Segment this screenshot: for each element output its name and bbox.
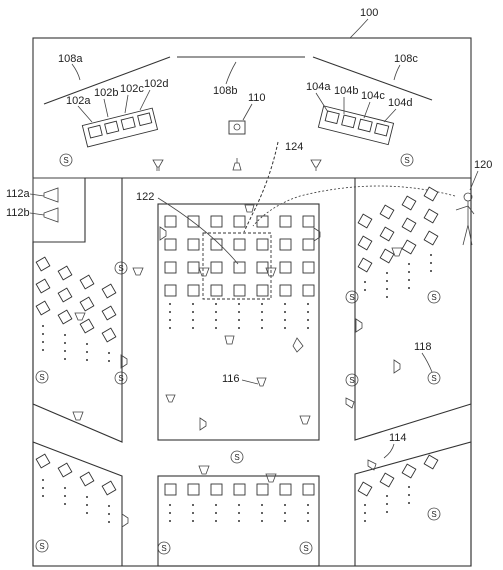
light-bar-left bbox=[43, 56, 171, 105]
sensor-marker-leader bbox=[421, 352, 433, 373]
console-leader bbox=[242, 103, 253, 121]
mixer-left-a-label: 102a bbox=[66, 95, 91, 107]
speaker-marker-label: 116 bbox=[222, 373, 240, 385]
mixer-right-c-label: 104c bbox=[361, 90, 385, 102]
zone-bottom-right bbox=[354, 441, 472, 567]
console-box bbox=[228, 120, 246, 135]
console-knob-icon bbox=[233, 123, 241, 131]
seat-grid-bottom-center bbox=[164, 483, 315, 496]
sensor-icons bbox=[35, 153, 441, 555]
seat-dots-bottom-left bbox=[42, 479, 110, 523]
device-area bbox=[32, 177, 86, 243]
zone-marker-leader bbox=[383, 443, 395, 459]
zone-bottom-center bbox=[157, 475, 320, 567]
mixer-left-d-label: 102d bbox=[144, 78, 168, 90]
light-left-label: 108a bbox=[58, 53, 83, 65]
mixer-right-a-label: 104a bbox=[306, 81, 331, 93]
svg-text:S: S bbox=[161, 544, 166, 553]
seat-grid-right bbox=[357, 186, 439, 273]
seating-leader bbox=[157, 197, 239, 265]
seat-dots-right bbox=[364, 254, 432, 298]
svg-text:S: S bbox=[234, 453, 239, 462]
mixer-left bbox=[81, 107, 159, 148]
svg-text:S: S bbox=[349, 293, 354, 302]
person-gaze-path bbox=[252, 185, 456, 227]
zone-center bbox=[157, 203, 320, 441]
mixer-right-leaders bbox=[315, 92, 397, 123]
console-label: 110 bbox=[248, 92, 266, 104]
person-leader bbox=[469, 170, 479, 191]
device-a-label: 112a bbox=[6, 188, 31, 200]
device-b-label: 112b bbox=[6, 207, 30, 219]
svg-text:S: S bbox=[39, 373, 44, 382]
seat-dots-bottom-center bbox=[169, 504, 309, 522]
svg-text:S: S bbox=[349, 376, 354, 385]
svg-text:S: S bbox=[39, 542, 44, 551]
seat-grid-left bbox=[35, 256, 117, 343]
light-right-label: 108c bbox=[394, 53, 418, 65]
svg-text:S: S bbox=[431, 374, 436, 383]
svg-text:S: S bbox=[118, 264, 123, 273]
mixer-right bbox=[317, 105, 395, 146]
svg-text:S: S bbox=[303, 544, 308, 553]
selection-outline bbox=[202, 232, 272, 300]
seat-dots-bottom-right bbox=[364, 486, 410, 522]
svg-text:S: S bbox=[118, 374, 123, 383]
light-bar-right bbox=[312, 56, 433, 101]
speaker-marker-leader bbox=[241, 379, 259, 385]
speaker-icon bbox=[310, 159, 322, 171]
venue-boundary bbox=[32, 37, 472, 567]
mixer-left-c-label: 102c bbox=[120, 83, 144, 95]
seating-label: 122 bbox=[136, 191, 154, 203]
seat-dots-left bbox=[42, 325, 110, 362]
light-left-leader bbox=[71, 63, 81, 81]
zone-bottom-left bbox=[32, 441, 123, 567]
venue-leader bbox=[349, 18, 369, 39]
svg-text:S: S bbox=[431, 510, 436, 519]
sensor-glyphs: S S S S S S S S S S S S S S bbox=[39, 156, 436, 553]
device-icons bbox=[43, 187, 59, 223]
mixer-right-d-label: 104d bbox=[388, 97, 412, 109]
light-center-label: 108b bbox=[213, 85, 237, 97]
seat-grid-bottom-left bbox=[35, 453, 117, 496]
person-label: 120 bbox=[474, 159, 492, 171]
svg-text:S: S bbox=[63, 156, 68, 165]
mixer-left-leaders bbox=[77, 89, 151, 123]
mixer-left-b-label: 102b bbox=[94, 87, 118, 99]
seat-grid-center bbox=[164, 215, 315, 297]
zone-outline-leader bbox=[243, 141, 279, 233]
sensor-marker-label: 118 bbox=[414, 341, 432, 353]
zone-speakers bbox=[72, 204, 403, 528]
zone-right bbox=[354, 177, 472, 441]
seat-grid-bottom-right bbox=[357, 454, 439, 497]
seat-dots-center bbox=[169, 303, 309, 329]
light-right-leader bbox=[393, 64, 401, 81]
svg-text:S: S bbox=[404, 156, 409, 165]
svg-text:S: S bbox=[431, 293, 436, 302]
zone-left bbox=[32, 177, 123, 443]
venue-label: 100 bbox=[360, 7, 378, 19]
zone-marker-label: 114 bbox=[389, 432, 407, 444]
mixer-right-b-label: 104b bbox=[334, 85, 358, 97]
person-icon bbox=[455, 192, 475, 246]
device-leaders bbox=[29, 193, 45, 216]
zone-outline-label: 124 bbox=[285, 141, 303, 153]
light-center-leader bbox=[225, 61, 237, 85]
speaker-icon bbox=[232, 158, 242, 171]
speaker-icon bbox=[152, 159, 164, 171]
